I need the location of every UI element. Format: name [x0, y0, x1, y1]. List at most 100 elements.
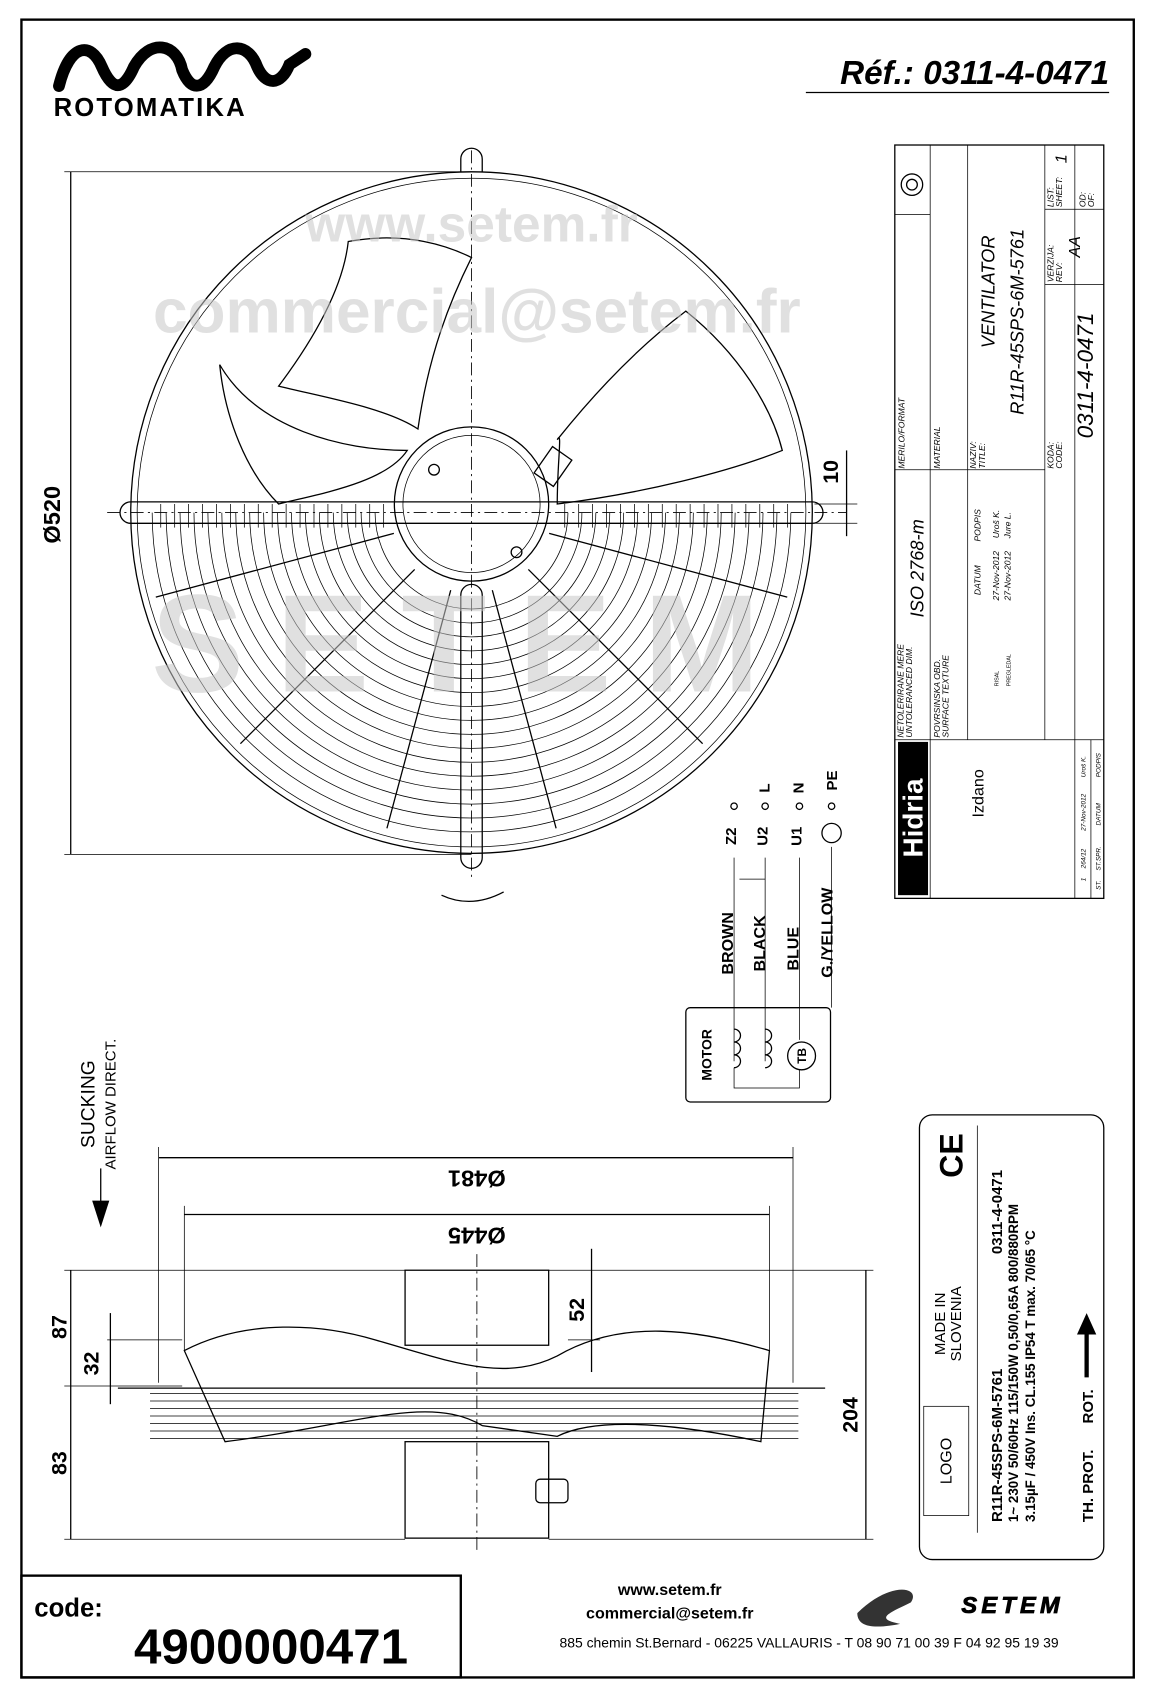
nameplate-frame	[918, 1114, 1105, 1561]
line-pe: PE	[824, 770, 841, 790]
thermal-breaker-icon	[787, 1041, 817, 1071]
row-date: 27-Nov-2012	[991, 551, 1001, 602]
of-label: OD:	[1078, 191, 1088, 207]
footer: code: 4900000471 www.setem.fr commercial…	[20, 1574, 1060, 1679]
of-label-en: OF:	[1086, 192, 1096, 207]
line-n: N	[791, 783, 808, 794]
revision-label: VERZIJA:	[1045, 244, 1055, 282]
footer-address: 885 chemin St.Bernard - 06225 VALLAURIS …	[559, 1634, 1058, 1650]
diameter-481-label: Ø481	[448, 1166, 506, 1192]
dim-87: 87	[47, 1315, 71, 1339]
cable-gland	[535, 1478, 569, 1504]
thermal-protection-label: TH. PROT.	[1080, 1450, 1097, 1523]
guard-ring	[291, 512, 652, 693]
terminal-z2: Z2	[723, 827, 740, 845]
line-l: L	[756, 783, 773, 792]
rotomatika-logo: ROTOMATIKA	[53, 41, 312, 122]
title-label-en: TITLE:	[977, 442, 987, 468]
guard-ring	[277, 512, 666, 707]
code-label: code:	[34, 1594, 103, 1622]
rotation-label: ROT.	[1080, 1389, 1097, 1423]
diameter-dimension: Ø520	[39, 171, 472, 855]
untoleranced-label: NETOLERIRANE MERE	[895, 644, 905, 738]
nameplate-label: CE MADE IN SLOVENIA LOGO R11R-45SPS-6M-5…	[918, 1114, 1105, 1561]
logo-placeholder: LOGO	[938, 1438, 956, 1484]
footer-website[interactable]: www.setem.fr	[617, 1581, 722, 1599]
sign-header: PODPIS	[973, 509, 983, 542]
guard-spoke	[239, 568, 416, 745]
drawing-model: R11R-45SPS-6M-5761	[1007, 229, 1027, 415]
sheet-label: LIST:	[1045, 187, 1055, 207]
screw-icon	[510, 546, 523, 559]
guard-ring	[346, 512, 597, 638]
wire	[733, 1067, 800, 1089]
revision-header: PODPIS	[1096, 752, 1103, 777]
hidria-logo-text: Hidria	[898, 778, 929, 857]
brand-name: ROTOMATIKA	[54, 94, 247, 122]
revision-header: ST.	[1096, 880, 1103, 889]
top-lug	[460, 147, 483, 172]
nameplate-code: 0311-4-0471	[989, 1170, 1006, 1254]
projection-symbol-inner	[905, 178, 918, 191]
logo-box	[923, 1405, 970, 1517]
offset-10-label: 10	[819, 460, 843, 484]
dim-52: 52	[565, 1298, 589, 1322]
cable-gland	[533, 445, 573, 488]
row-date: 27-Nov-2012	[1003, 551, 1013, 602]
ce-mark: CE	[933, 1133, 969, 1178]
motor-top	[404, 1269, 550, 1346]
airflow-direction-label: AIRFLOW DIRECT.	[103, 1039, 120, 1170]
code-label-en: CODE:	[1054, 441, 1064, 469]
projection-symbol-icon	[900, 173, 924, 197]
drawing-frame	[20, 18, 1135, 1679]
rotation-arrow-icon	[1076, 1313, 1097, 1378]
fan-blade	[219, 364, 409, 505]
setem-logo-icon	[857, 1589, 913, 1627]
made-in-label: MADE IN	[932, 1293, 949, 1356]
terminal-u1: U1	[789, 827, 806, 846]
rotation-arrow-icon	[441, 891, 504, 903]
title-block-frame	[894, 144, 1105, 900]
surface-label-en: SURFACE TEXTURE	[940, 655, 950, 738]
row-label: RISAL	[995, 671, 1001, 686]
hidria-logo	[898, 741, 929, 896]
row-label: PREGLEDAL	[1007, 654, 1013, 686]
airflow-sucking-label: SUCKING	[78, 1060, 99, 1148]
revision-value: AA	[1066, 236, 1084, 258]
watermark-web: www.setem.fr	[304, 194, 637, 252]
screw-icon	[428, 463, 441, 476]
revision-header: ST.SPR.	[1096, 846, 1103, 870]
scale-label: MERILO/FORMAT	[896, 397, 906, 468]
terminal-dot	[730, 802, 738, 811]
drawing-code: 0311-4-0471	[1073, 312, 1098, 438]
guard-spoke	[548, 532, 788, 598]
reference-number: Réf.: 0311-4-0471	[840, 55, 1109, 92]
product-code: 4900000471	[134, 1620, 408, 1675]
material-label: MATERIAL	[932, 426, 942, 468]
revision-label-en: REV:	[1054, 262, 1064, 282]
revision-row-change: 264/12	[1081, 848, 1088, 869]
diameter-520-label: Ø520	[39, 486, 65, 544]
issued-label: Izdano	[970, 769, 988, 817]
made-in-country: SLOVENIA	[948, 1286, 965, 1361]
title-label: NAZIV:	[968, 441, 978, 469]
guard-spoke	[155, 532, 395, 598]
dim-32: 32	[80, 1351, 104, 1375]
guard-spoke	[527, 568, 704, 745]
watermark-email: commercial@setem.fr	[153, 278, 801, 347]
surface-label: POVRSINSKA OBD.	[932, 659, 942, 738]
code-box	[20, 1574, 462, 1679]
airflow-direction: SUCKING AIRFLOW DIRECT.	[78, 1039, 120, 1228]
terminal-u2: U2	[754, 827, 771, 846]
footer-email[interactable]: commercial@setem.fr	[586, 1605, 753, 1623]
title-block: MERILO/FORMAT NETOLERIRANE MERE UNTOLERA…	[894, 144, 1105, 900]
guard-ring	[151, 512, 792, 833]
ground-icon	[821, 822, 842, 844]
untoleranced-label-en: UNTOLERANCED DIM.	[904, 646, 914, 737]
terminal-dot	[827, 802, 836, 811]
row-sign: Uroš K.	[991, 510, 1001, 539]
guard-ring	[179, 512, 764, 805]
tolerance-value: ISO 2768-m	[908, 519, 928, 617]
fan-blade	[277, 237, 473, 431]
